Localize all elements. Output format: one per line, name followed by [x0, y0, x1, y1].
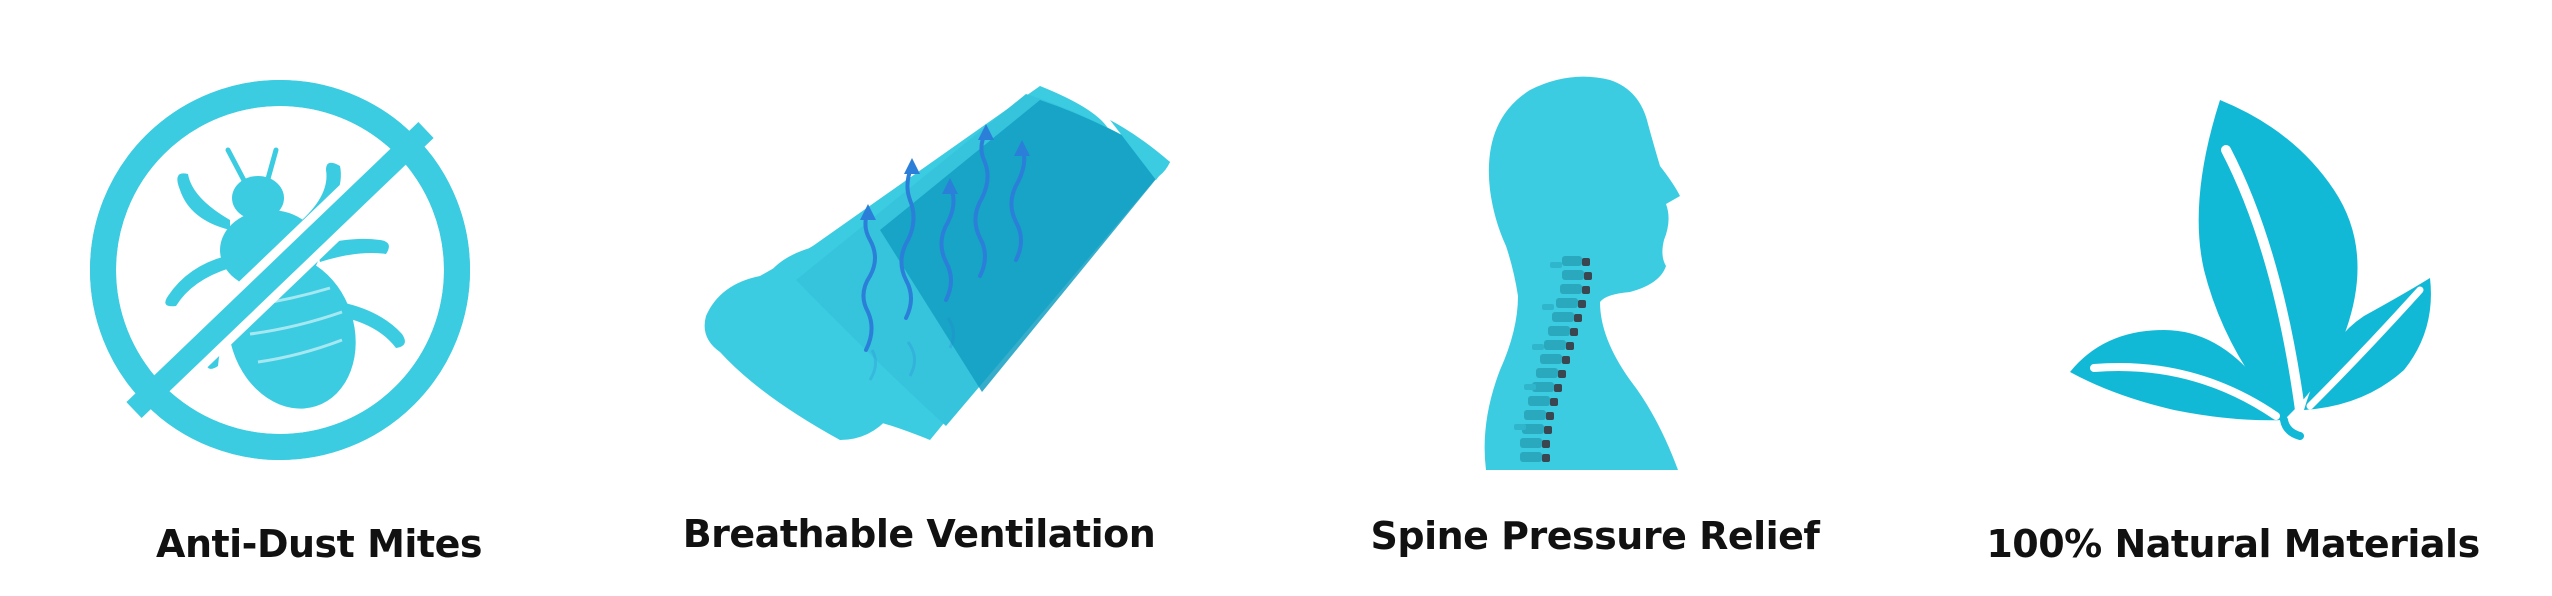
- feature-label: Breathable Ventilation: [682, 512, 1156, 556]
- feature-label: Anti-Dust Mites: [156, 522, 482, 566]
- spine-profile-icon: [1484, 76, 1680, 471]
- feature-label: Spine Pressure Relief: [1370, 514, 1820, 558]
- feature-anti-dust-mites: Anti-Dust Mites: [0, 0, 638, 596]
- feature-breathable-ventilation: Breathable Ventilation: [600, 0, 1238, 596]
- leaves-icon: [2070, 100, 2431, 440]
- feature-natural-materials: 100% Natural Materials: [1914, 0, 2552, 596]
- feature-spine-pressure-relief: Spine Pressure Relief: [1276, 0, 1914, 596]
- feature-label: 100% Natural Materials: [1986, 522, 2480, 566]
- no-bug-icon: [90, 80, 470, 460]
- ventilated-pillow-icon: [704, 86, 1170, 440]
